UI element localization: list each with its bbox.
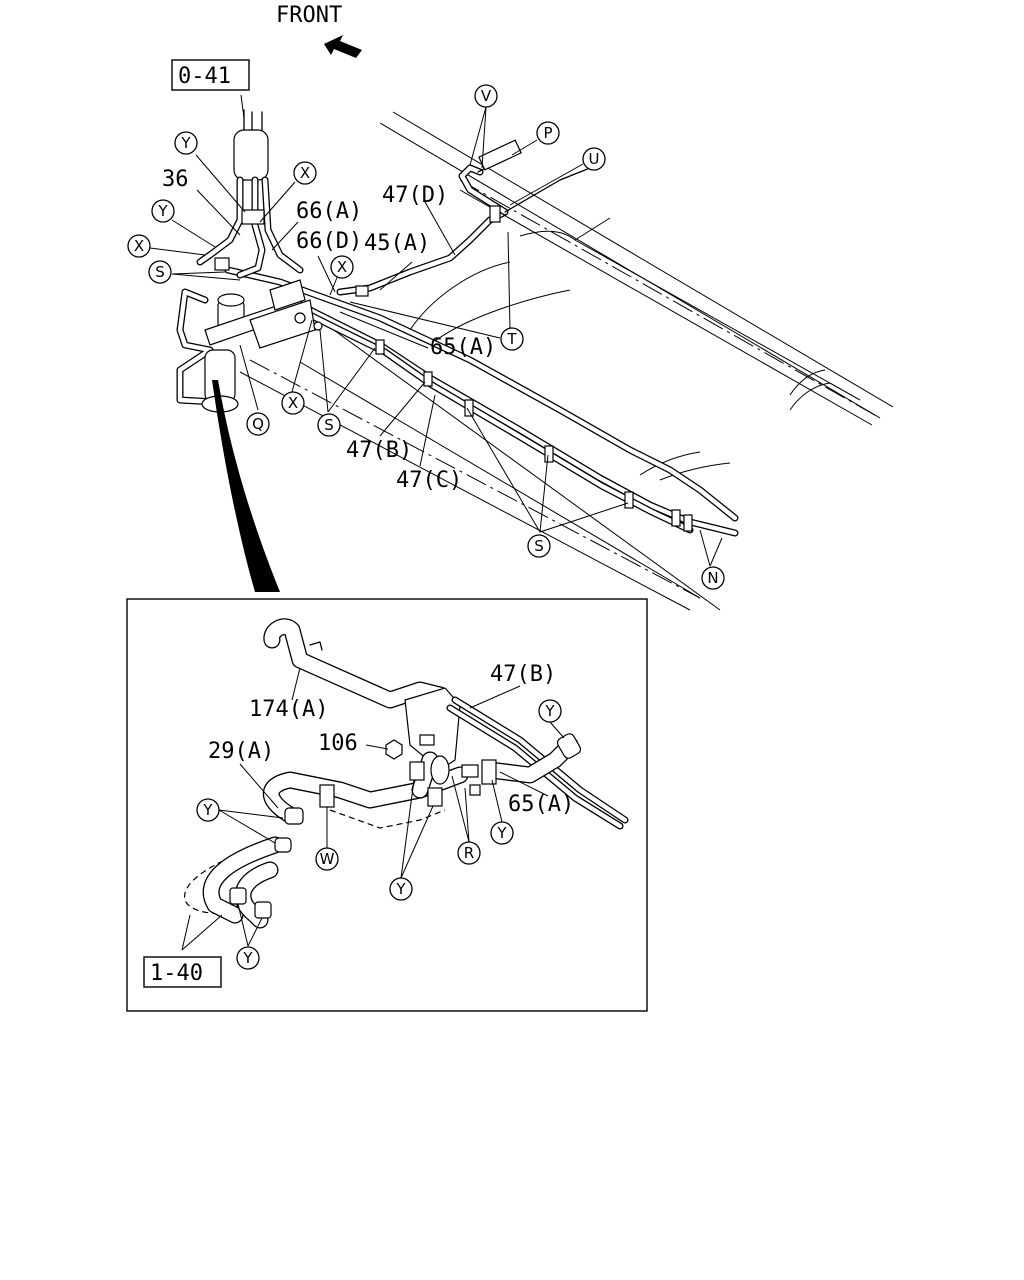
svg-text:R: R [464, 844, 474, 862]
part-47b-detail: 47(B) [490, 662, 556, 687]
svg-text:S: S [534, 537, 544, 555]
svg-text:V: V [481, 87, 492, 105]
svg-text:S: S [155, 263, 165, 281]
detail-components [184, 618, 629, 929]
line-clips [355, 205, 693, 532]
callout-x-left[interactable]: X [127, 234, 151, 258]
chassis-frame [239, 111, 894, 611]
ref-box-0-41-label: 0-41 [178, 64, 231, 89]
filter-assembly [176, 279, 323, 413]
part-66d: 66(D) [296, 229, 362, 254]
callout-s-left[interactable]: S [148, 260, 172, 284]
svg-text:N: N [707, 569, 718, 587]
callout-v[interactable]: V [474, 84, 498, 108]
svg-text:Y: Y [180, 134, 191, 152]
svg-text:X: X [300, 164, 310, 182]
callout-x-top[interactable]: X [293, 161, 317, 185]
callout-y-detail-65a[interactable]: Y [490, 821, 514, 845]
svg-text:U: U [589, 150, 600, 168]
detail-leader-lines [181, 667, 565, 951]
callout-q[interactable]: Q [246, 412, 270, 436]
svg-text:Y: Y [496, 824, 507, 842]
leader-lines [149, 94, 723, 567]
callout-y-detail-right[interactable]: Y [538, 699, 562, 723]
callout-x-low[interactable]: X [281, 391, 305, 415]
callout-y-detail-mid[interactable]: Y [389, 877, 413, 901]
callout-n[interactable]: N [701, 566, 725, 590]
callout-y-left[interactable]: Y [151, 199, 175, 223]
upper-connector [196, 109, 304, 279]
callout-y-detail-bottom[interactable]: Y [236, 946, 260, 970]
svg-text:Q: Q [252, 415, 264, 433]
part-29a: 29(A) [208, 739, 274, 764]
front-arrow-icon [324, 35, 362, 58]
svg-text:S: S [324, 416, 334, 434]
front-label: FRONT [276, 3, 342, 28]
part-65a-detail: 65(A) [508, 792, 574, 817]
svg-text:X: X [288, 394, 298, 412]
callout-w[interactable]: W [315, 847, 339, 871]
callout-r[interactable]: R [457, 841, 481, 865]
svg-text:P: P [543, 124, 552, 142]
part-47c: 47(C) [396, 468, 462, 493]
part-106: 106 [318, 731, 358, 756]
callout-s-low[interactable]: S [317, 413, 341, 437]
callout-u[interactable]: U [582, 147, 606, 171]
svg-text:Y: Y [242, 949, 253, 967]
svg-text:W: W [320, 850, 335, 868]
callout-y-detail-left[interactable]: Y [196, 798, 220, 822]
part-45a: 45(A) [364, 231, 430, 256]
svg-text:Y: Y [395, 880, 406, 898]
callout-p[interactable]: P [536, 121, 560, 145]
svg-text:Y: Y [157, 202, 168, 220]
ref-box-1-40-label: 1-40 [150, 961, 203, 986]
part-66a: 66(A) [296, 199, 362, 224]
detail-pointer [212, 380, 280, 592]
part-47b: 47(B) [346, 438, 412, 463]
part-65a: 65(A) [430, 335, 496, 360]
part-36: 36 [162, 167, 189, 192]
ref-box-0-41[interactable] [171, 59, 250, 91]
svg-text:T: T [506, 330, 517, 348]
callout-y-top[interactable]: Y [174, 131, 198, 155]
part-47d: 47(D) [382, 183, 448, 208]
svg-text:Y: Y [202, 801, 213, 819]
callout-x-mid[interactable]: X [330, 255, 354, 279]
svg-text:X: X [134, 237, 144, 255]
ref-box-1-40[interactable] [143, 956, 222, 988]
svg-text:Y: Y [544, 702, 555, 720]
part-174a: 174(A) [249, 697, 328, 722]
callout-s-right[interactable]: S [527, 534, 551, 558]
callout-t[interactable]: T [500, 327, 524, 351]
svg-text:X: X [337, 258, 347, 276]
